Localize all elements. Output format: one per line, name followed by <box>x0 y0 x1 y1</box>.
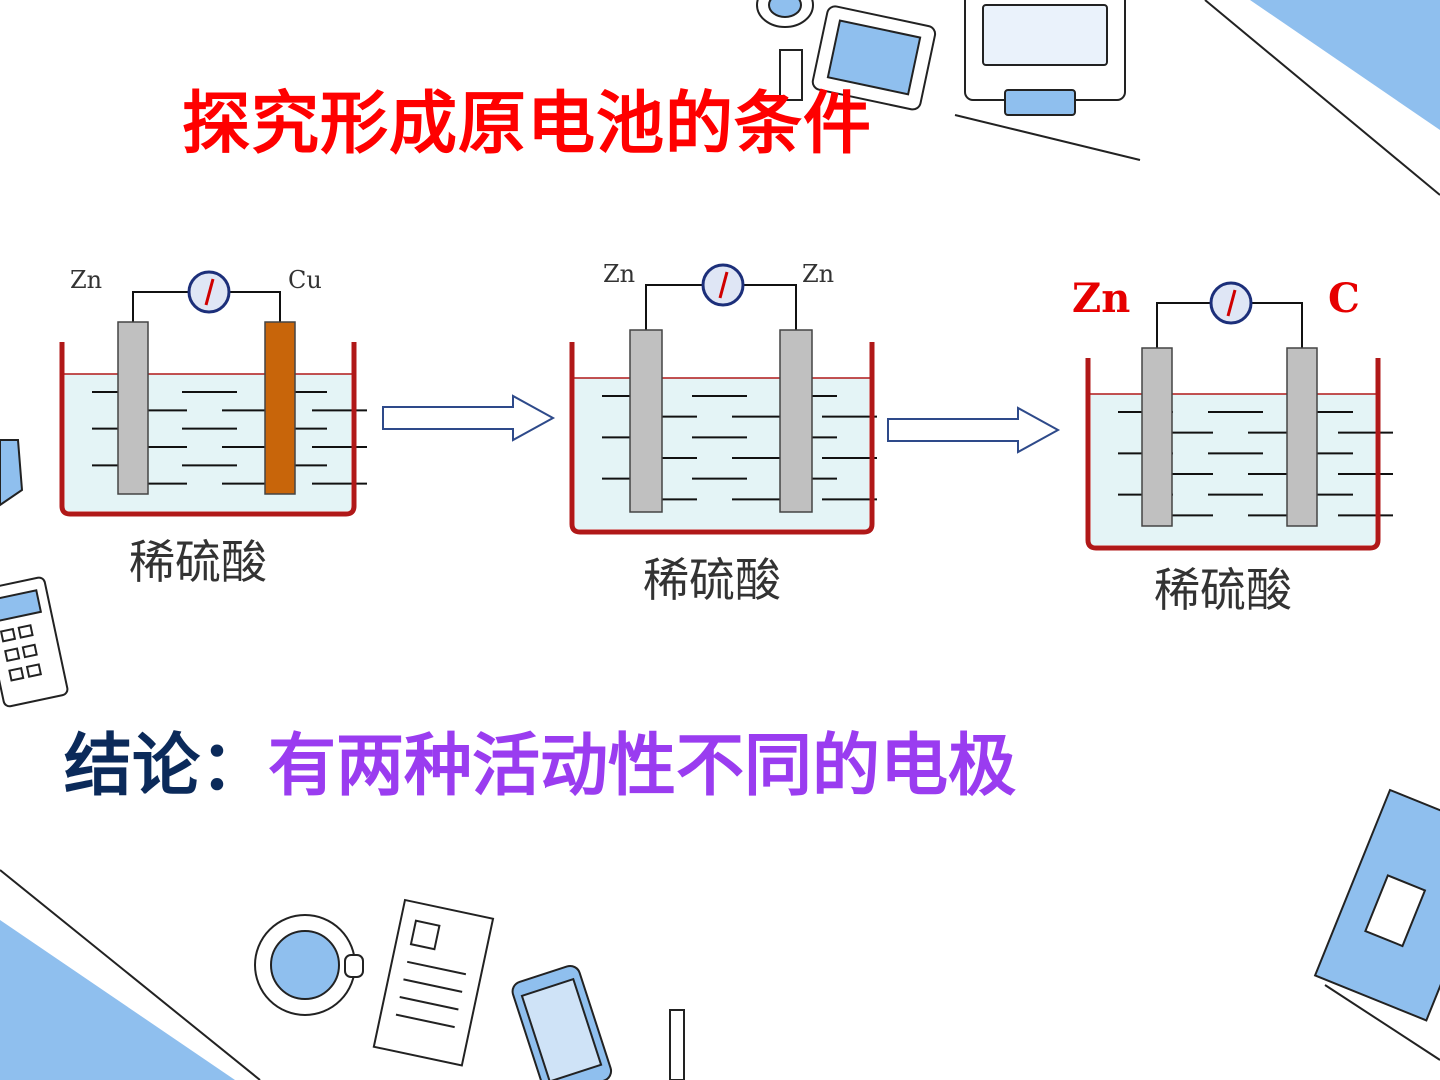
cup-icon-bottom <box>254 914 364 1016</box>
phone-icon <box>511 964 613 1080</box>
electrode-label-left: Zn <box>1072 275 1130 322</box>
cell-2: Zn Zn 稀硫酸 <box>569 260 877 607</box>
electrolyte-label: 稀硫酸 <box>129 535 267 589</box>
electrode-label-right: C <box>1328 275 1360 322</box>
electrolyte-solution <box>1091 394 1375 545</box>
corner-band-bottom-left <box>0 920 235 1080</box>
electrolyte-solution <box>65 374 351 511</box>
electrode-right <box>264 321 296 495</box>
cell-1: Zn Cu 稀硫酸 <box>59 266 367 589</box>
beaker <box>59 342 357 517</box>
arrow-2 <box>887 406 1061 454</box>
beaker <box>569 342 875 535</box>
calculator-icon <box>0 576 69 708</box>
wire-right <box>743 284 797 330</box>
electrode-right <box>1286 347 1318 527</box>
cell-3: Zn C 稀硫酸 <box>1072 275 1393 617</box>
electrode-right <box>779 329 813 513</box>
wire-left <box>132 291 189 322</box>
electrode-label-left: Zn <box>70 266 102 294</box>
electrode-label-right: Cu <box>288 266 322 294</box>
galvanometer-icon <box>187 270 231 314</box>
electrode-left <box>1141 347 1173 527</box>
book-icon <box>1313 788 1440 1022</box>
electrolyte-label: 稀硫酸 <box>643 553 781 607</box>
electrode-left <box>629 329 663 513</box>
conclusion: 结论：有两种活动性不同的电极 <box>64 710 1016 809</box>
conclusion-label: 结论： <box>64 727 269 806</box>
tablet-icon <box>811 5 937 111</box>
stamp-icon <box>0 439 24 507</box>
document-icon <box>372 898 495 1067</box>
wire-right <box>229 291 281 322</box>
electrode-left <box>117 321 149 495</box>
pencil-icon <box>779 49 803 101</box>
wire-left <box>645 284 703 330</box>
wire-left <box>1156 302 1211 348</box>
electrode-label-left: Zn <box>603 260 635 288</box>
conclusion-text: 有两种活动性不同的电极 <box>268 727 1017 806</box>
electrolyte-label: 稀硫酸 <box>1154 563 1292 617</box>
arrow-1 <box>382 394 556 442</box>
galvanometer-icon <box>1209 281 1253 325</box>
cup-icon-top <box>756 0 814 28</box>
corner-band-top-right <box>1250 0 1440 130</box>
galvanometer-needle <box>1226 289 1237 317</box>
beaker <box>1085 358 1381 551</box>
electrode-label-right: Zn <box>802 260 834 288</box>
pen-icon <box>669 1009 685 1080</box>
galvanometer-needle <box>718 271 729 299</box>
electrolyte-solution <box>575 378 869 529</box>
wire-right <box>1251 302 1303 348</box>
page-title: 探究形成原电池的条件 <box>182 85 873 164</box>
galvanometer-icon <box>701 263 745 307</box>
laptop-icon <box>954 0 1141 161</box>
galvanometer-needle <box>204 278 215 306</box>
